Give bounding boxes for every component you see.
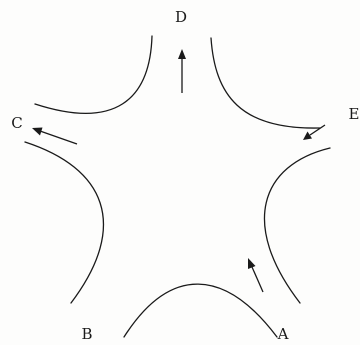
flow-arrow-e bbox=[303, 124, 326, 140]
flow-arrow-d bbox=[178, 49, 186, 93]
boundary-c-d bbox=[34, 35, 153, 114]
label-e: E bbox=[349, 105, 360, 123]
boundary-a-b bbox=[123, 283, 278, 338]
flow-arrow-c bbox=[32, 127, 78, 145]
flow-arrow-a bbox=[248, 258, 264, 293]
label-d: D bbox=[175, 8, 187, 26]
label-a: A bbox=[277, 325, 289, 343]
label-b: B bbox=[81, 325, 92, 343]
boundary-e-a bbox=[264, 147, 331, 304]
boundary-d-e bbox=[210, 37, 321, 129]
boundary-b-c bbox=[24, 141, 105, 304]
label-c: C bbox=[11, 114, 22, 132]
